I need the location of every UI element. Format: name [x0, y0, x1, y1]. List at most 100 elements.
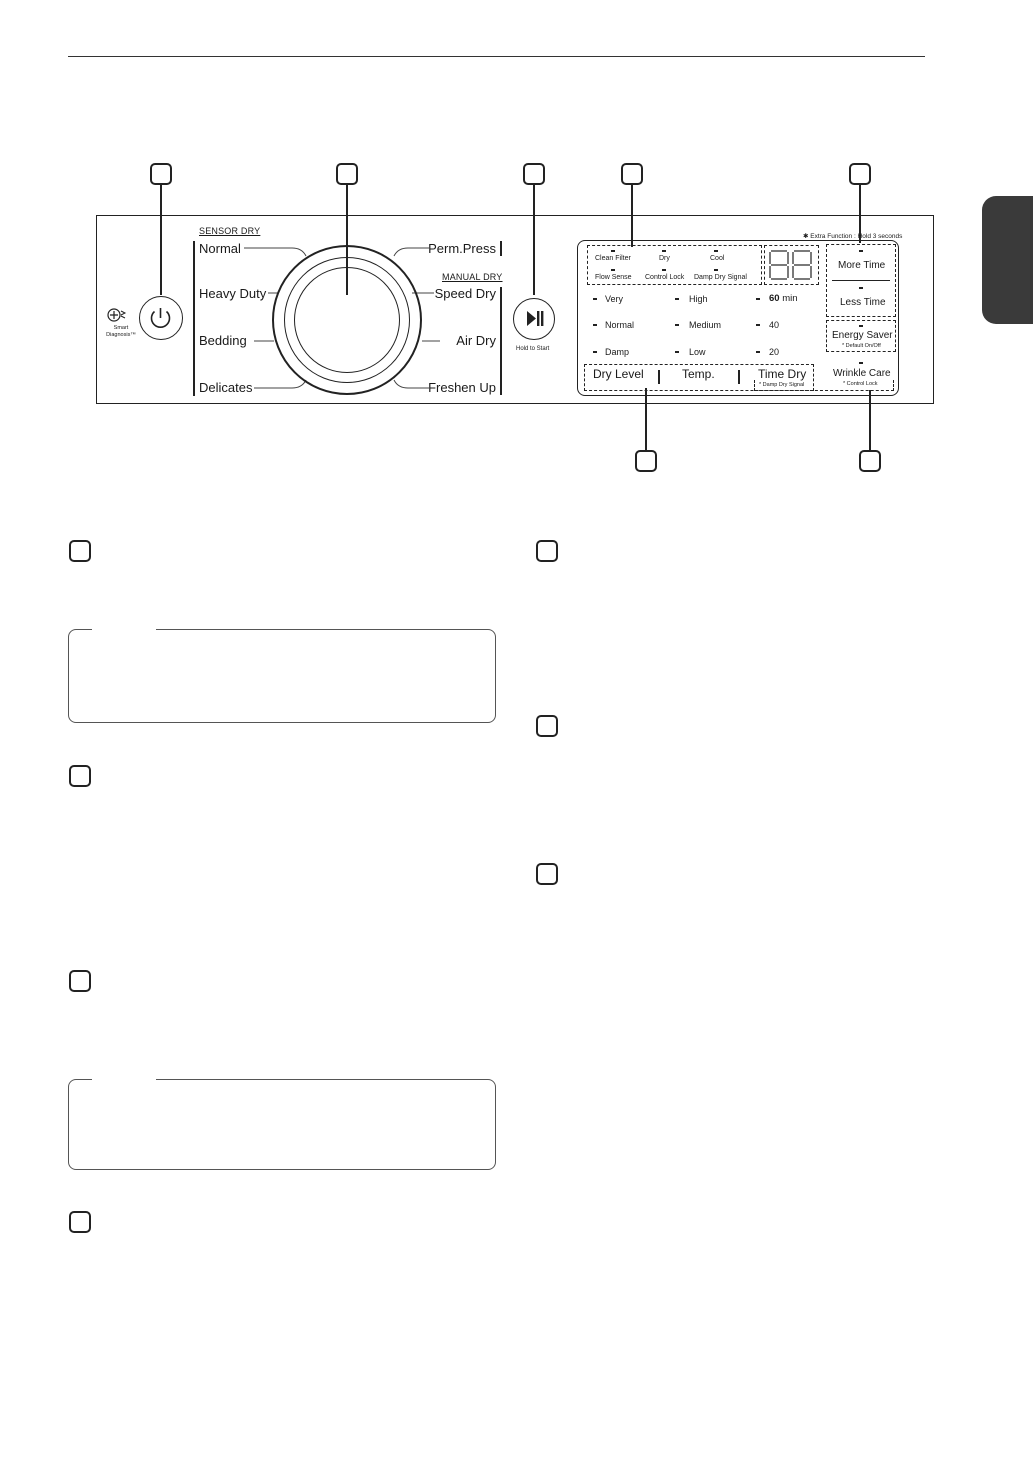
indicator-flow-sense: Flow Sense [595, 274, 632, 281]
cycle-speed-dry[interactable]: Speed Dry [434, 286, 496, 301]
energy-saver-subnote: * Default On/Off [842, 343, 881, 349]
option-buttons-box [584, 364, 814, 391]
indicator-damp-dry-signal: Damp Dry Signal [694, 274, 747, 281]
sensor-dry-bar [193, 241, 195, 396]
wrinkle-care-subnote: * Control Lock [843, 381, 878, 387]
led-energy-saver [859, 325, 863, 327]
section-side-tab [982, 196, 1033, 324]
dry-level-normal: Normal [605, 320, 635, 330]
temp-button[interactable]: Temp. [682, 367, 715, 381]
dry-level-button[interactable]: Dry Level [593, 367, 644, 381]
callout-option-buttons [635, 450, 657, 472]
callout-cycle-knob [336, 163, 358, 185]
time-adjust-box [826, 244, 896, 317]
hold-to-start-label: Hold to Start [516, 346, 550, 352]
led-damp [593, 351, 597, 353]
desc-marker-status [69, 1211, 91, 1233]
seven-segment-display [769, 250, 812, 280]
callout-power [150, 163, 172, 185]
cycle-bedding[interactable]: Bedding [199, 333, 247, 348]
leader-option-buttons [645, 388, 647, 450]
desc-marker-extra [536, 863, 558, 885]
manual-dry-bar [500, 287, 502, 395]
desc-marker-start [69, 970, 91, 992]
led-60 [756, 298, 760, 300]
dry-level-damp: Damp [605, 347, 630, 357]
cycle-heavy-duty[interactable]: Heavy Duty [199, 286, 267, 301]
led-control-lock [662, 269, 666, 271]
divider-1 [658, 370, 660, 384]
temp-low: Low [689, 347, 706, 357]
cycle-delicates[interactable]: Delicates [199, 380, 253, 395]
callout-start-pause [523, 163, 545, 185]
desc-marker-time [536, 715, 558, 737]
note-box-2-tab [92, 1077, 156, 1081]
callout-time-buttons [849, 163, 871, 185]
note-box-2 [68, 1079, 496, 1170]
wrinkle-care-button[interactable]: Wrinkle Care [833, 368, 891, 379]
leader-cycle-knob [346, 185, 348, 295]
led-more-time [859, 250, 863, 252]
cycle-perm-press[interactable]: Perm.Press [428, 241, 496, 256]
time-dry-subnote: * Damp Dry Signal [759, 382, 805, 388]
desc-marker-power [69, 540, 91, 562]
leader-extra-buttons [869, 390, 871, 450]
led-clean-filter [611, 250, 615, 252]
led-very [593, 298, 597, 300]
cycle-knob[interactable] [272, 245, 422, 395]
desc-marker-options [536, 540, 558, 562]
power-icon [150, 308, 171, 329]
desc-marker-cycle [69, 765, 91, 787]
less-time-button[interactable]: Less Time [840, 297, 886, 308]
time-adjust-divider [832, 280, 890, 281]
led-20 [756, 351, 760, 353]
led-low [675, 351, 679, 353]
more-time-button[interactable]: More Time [838, 260, 886, 271]
perm-press-bar [500, 241, 502, 256]
leader-power [160, 185, 162, 295]
led-40 [756, 324, 760, 326]
time-60-value: 60 [769, 293, 780, 304]
temp-high: High [689, 294, 708, 304]
manual-dry-header: MANUAL DRY [442, 272, 503, 282]
display-digits-value: 88 [770, 250, 812, 280]
led-dry [662, 250, 666, 252]
led-flow-sense [611, 269, 615, 271]
temp-medium: Medium [689, 320, 722, 330]
note-box-1-tab [92, 627, 156, 631]
time-20: 20 [769, 347, 780, 357]
dry-level-very: Very [605, 294, 624, 304]
led-less-time [859, 287, 863, 289]
time-unit: min [782, 293, 798, 304]
time-60: 60 min [769, 293, 798, 304]
note-box-1 [68, 629, 496, 723]
smart-diagnosis-label: Smart Diagnosis™ [106, 325, 136, 338]
led-damp-dry [714, 269, 718, 271]
cycle-air-dry[interactable]: Air Dry [456, 333, 496, 348]
leader-time-buttons [859, 185, 861, 243]
leader-start-pause [533, 185, 535, 295]
led-wrinkle-care [859, 362, 863, 364]
divider-2 [738, 370, 740, 384]
extra-buttons-connector [754, 380, 894, 391]
cycle-freshen-up[interactable]: Freshen Up [428, 380, 496, 395]
control-panel [96, 215, 934, 404]
led-cool [714, 250, 718, 252]
leader-status-indicators [631, 185, 633, 247]
extra-function-note: ✱ Extra Function : Hold 3 seconds [803, 233, 903, 240]
callout-extra-buttons [859, 450, 881, 472]
indicator-clean-filter: Clean Filter [595, 255, 631, 262]
energy-saver-box [826, 320, 896, 352]
energy-saver-button[interactable]: Energy Saver [832, 330, 893, 341]
power-button[interactable] [139, 296, 183, 340]
time-dry-button[interactable]: Time Dry [758, 367, 807, 381]
led-normal [593, 324, 597, 326]
header-rule [68, 56, 925, 57]
digit-display-box [764, 245, 819, 285]
indicator-cool: Cool [710, 255, 725, 262]
play-pause-icon [527, 311, 544, 326]
cycle-normal[interactable]: Normal [199, 241, 241, 256]
callout-status-indicators [621, 163, 643, 185]
start-pause-button[interactable] [513, 298, 555, 340]
indicator-dry: Dry [659, 255, 670, 262]
